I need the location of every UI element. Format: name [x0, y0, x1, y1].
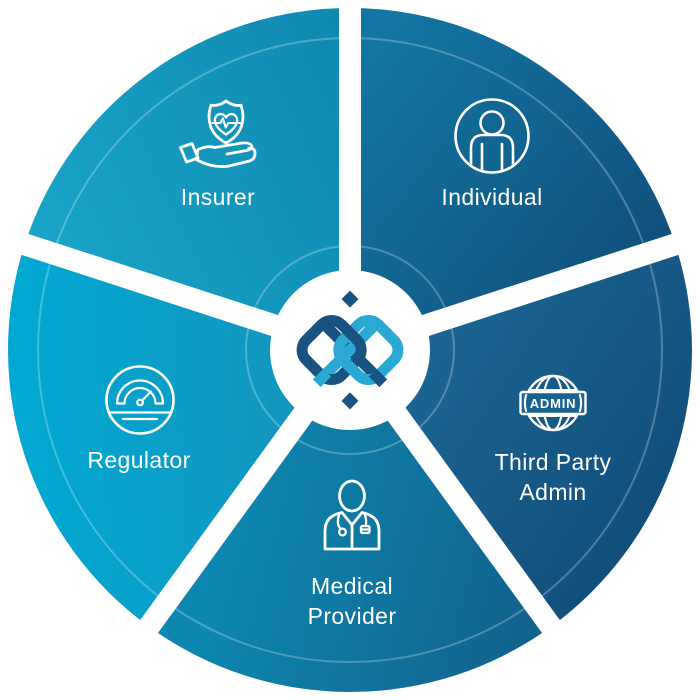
- segment-third-party-admin-label: Third Party Admin: [495, 447, 612, 507]
- label-line: Third Party: [494, 449, 612, 475]
- doctor-icon: [323, 479, 381, 551]
- company-logo: [296, 290, 404, 410]
- segment-regulator-label: Regulator: [87, 445, 190, 475]
- label-line: Provider: [307, 603, 397, 629]
- globe-admin-icon: ADMIN: [519, 374, 587, 432]
- divider-upper-right: [346, 224, 700, 361]
- label-line: Regulator: [87, 447, 191, 473]
- label-line: Individual: [441, 184, 543, 210]
- admin-banner-text: ADMIN: [530, 396, 577, 411]
- segment-regulator-wedge: [8, 244, 303, 627]
- segment-insurer-label: Insurer: [181, 182, 255, 212]
- divider-lower-right: [341, 343, 618, 700]
- divider-upper-left: [0, 224, 354, 361]
- segment-individual-label: Individual: [441, 182, 542, 212]
- segment-third-party-admin-wedge: [397, 244, 692, 627]
- divider-lower-left: [82, 343, 359, 700]
- hand-holding-shield-heart-icon: [179, 99, 257, 168]
- gauge-icon: [105, 365, 175, 435]
- segment-medical-provider-wedge: [148, 414, 552, 692]
- segment-medical-provider-label: Medical Provider: [308, 571, 397, 631]
- segment-insurer-wedge: [24, 8, 351, 326]
- person-in-circle-icon: [454, 98, 530, 174]
- label-line: Medical: [310, 573, 394, 599]
- label-line: Insurer: [180, 184, 256, 210]
- label-line: Admin: [519, 479, 587, 505]
